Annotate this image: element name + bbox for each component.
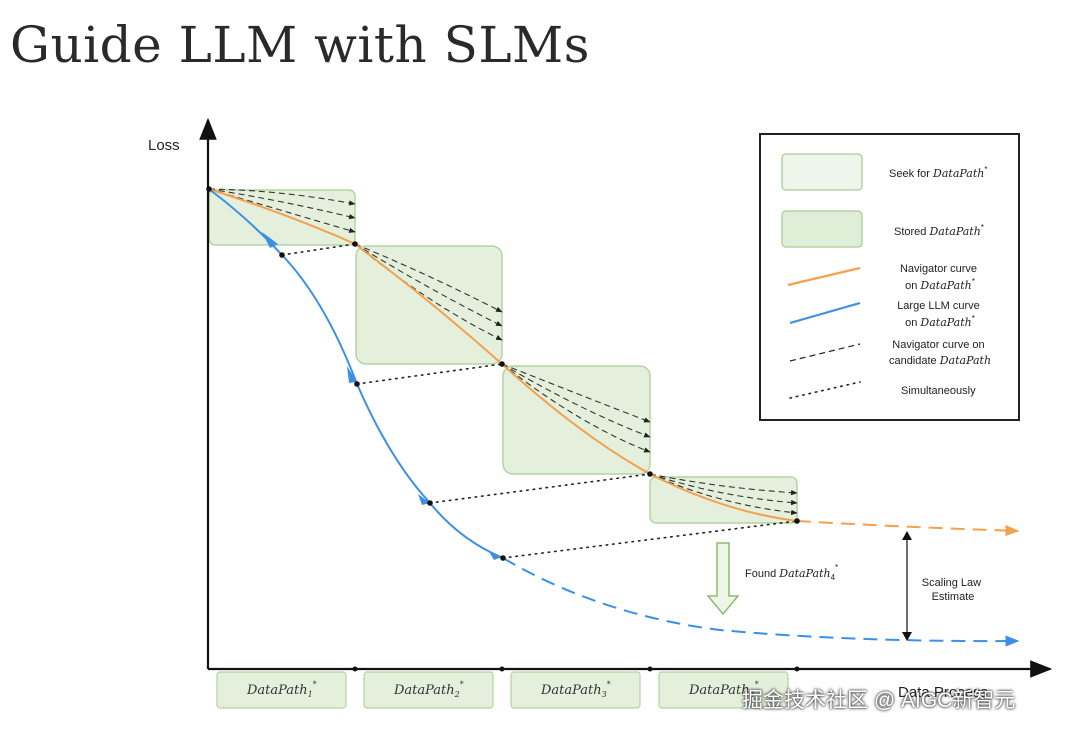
- legend-stored-label: Stored DataPath*: [894, 223, 984, 238]
- legend-simultaneous-label: Simultaneously: [901, 385, 976, 397]
- y-axis-label: Loss: [148, 137, 180, 154]
- simultaneous-lines: [281, 243, 798, 559]
- datapath-box-1: [216, 671, 347, 709]
- datapath-region-1: [208, 189, 356, 246]
- x-axis-ticks: [352, 666, 800, 672]
- legend-candidate-swatch: [789, 343, 861, 362]
- datapath-label-2: DataPath2*: [393, 680, 464, 699]
- watermark: 掘金技术社区 @ AIGC新智元: [742, 689, 1016, 712]
- legend-large-llm-swatch: [789, 301, 861, 325]
- legend: Seek for DataPath* Stored DataPath* Navi…: [759, 133, 1020, 421]
- datapath-label-1: DataPath1*: [246, 680, 317, 699]
- candidate-curves: [208, 188, 798, 516]
- datapath-label-4: DataPath4*: [688, 680, 759, 699]
- legend-candidate-label: Navigator curve on candidate DataPath: [889, 339, 991, 367]
- found-down-arrow: [706, 542, 740, 616]
- legend-seek-swatch: [781, 153, 863, 191]
- found-label: Found DataPath4*: [745, 563, 838, 582]
- datapath-box-3: [510, 671, 641, 709]
- datapath-label-3: DataPath3*: [540, 680, 611, 699]
- legend-simultaneous-swatch: [789, 381, 861, 399]
- datapath-region-2: [355, 245, 503, 365]
- x-axis-label: Data Process: [898, 684, 988, 701]
- curve-points: [206, 186, 800, 561]
- datapath-region-3: [502, 365, 651, 475]
- legend-large-llm-label: Large LLM curve on DataPath*: [897, 300, 983, 329]
- page-title: Guide LLM with SLMs: [10, 16, 590, 74]
- legend-navigator-swatch: [787, 266, 861, 287]
- large-llm-extrapolation: [502, 557, 1020, 647]
- legend-navigator-label: Navigator curve on DataPath*: [900, 263, 980, 292]
- datapath-regions: [208, 189, 798, 524]
- legend-seek-label: Seek for DataPath*: [889, 165, 987, 180]
- large-llm-direction-arrows: [262, 232, 502, 560]
- legend-stored-swatch: [781, 210, 863, 248]
- datapath-box-4: [658, 671, 789, 709]
- navigator-extrapolation: [796, 520, 1020, 537]
- datapath-box-2: [363, 671, 494, 709]
- datapath-labels: DataPath1* DataPath2* DataPath3* DataPat…: [216, 671, 789, 709]
- scaling-law-label: Scaling Law Estimate: [922, 577, 984, 603]
